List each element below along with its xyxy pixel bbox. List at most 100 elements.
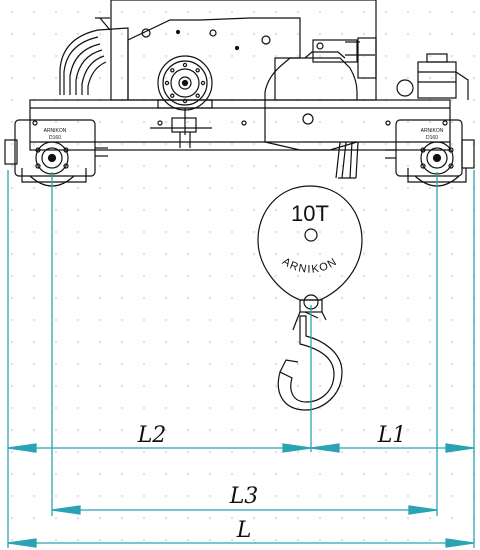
grid-dot	[274, 406, 278, 410]
grid-dot	[252, 186, 256, 190]
gear-bolt	[170, 93, 175, 98]
grid-dot	[98, 10, 102, 14]
grid-dot	[120, 538, 124, 542]
grid-dot	[142, 406, 146, 410]
grid-dot	[340, 472, 344, 476]
grid-dot	[54, 274, 58, 278]
grid-dot	[274, 120, 278, 124]
grid-dot	[384, 340, 388, 344]
grid-dot	[32, 186, 36, 190]
dim-l3-label: L3	[229, 484, 259, 509]
grid-dot	[54, 406, 58, 410]
grid-dot	[406, 120, 410, 124]
grid-dot	[32, 296, 36, 300]
grid-dot	[10, 516, 14, 520]
grid-dot	[54, 472, 58, 476]
grid-dot	[296, 76, 300, 80]
grid-dot	[230, 384, 234, 388]
grid-dot	[76, 384, 80, 388]
grid-dot	[120, 362, 124, 366]
grid-dot	[10, 54, 14, 58]
grid-dot	[450, 208, 454, 212]
grid-dot	[318, 296, 322, 300]
grid-dot	[186, 472, 190, 476]
grid-dot	[362, 208, 366, 212]
grid-dot	[10, 186, 14, 190]
grid-dot	[120, 296, 124, 300]
grid-dot	[208, 274, 212, 278]
dimension-lines	[7, 170, 475, 548]
grid-dot	[164, 450, 168, 454]
grid-dot	[252, 208, 256, 212]
grid-dot	[208, 54, 212, 58]
grid-dot	[252, 54, 256, 58]
grid-dot	[406, 296, 410, 300]
grid-dot	[10, 428, 14, 432]
grid-dot	[98, 538, 102, 542]
grid-dot	[54, 54, 58, 58]
grid-dot	[318, 230, 322, 234]
grid-dot	[142, 428, 146, 432]
grid-dot	[186, 274, 190, 278]
grid-dot	[340, 340, 344, 344]
grid-dot	[98, 318, 102, 322]
grid-dot	[230, 10, 234, 14]
grid-dot	[384, 494, 388, 498]
grid-dot	[252, 406, 256, 410]
grid-dot	[32, 362, 36, 366]
grid-dot	[362, 406, 366, 410]
grid-dot	[296, 450, 300, 454]
grid-dot	[164, 318, 168, 322]
grid-dot	[230, 340, 234, 344]
grid-dot	[208, 318, 212, 322]
grid-dot	[362, 318, 366, 322]
right-wheel-model: D160	[426, 135, 438, 141]
grid-dot	[76, 252, 80, 256]
grid-dot	[186, 208, 190, 212]
grid-dot	[340, 384, 344, 388]
grid-dot	[120, 274, 124, 278]
grid-dot	[54, 516, 58, 520]
grid-dot	[76, 406, 80, 410]
grid-dot	[76, 450, 80, 454]
grid-dot	[164, 54, 168, 58]
gearbox	[127, 17, 301, 148]
grid-dot	[76, 494, 80, 498]
grid-dot	[54, 340, 58, 344]
grid-dot	[252, 450, 256, 454]
dim-l-label: L	[236, 518, 252, 543]
grid-dot	[252, 230, 256, 234]
grid-dot	[428, 296, 432, 300]
grid-dot	[32, 428, 36, 432]
grid-dot	[142, 340, 146, 344]
grid-dot	[142, 318, 146, 322]
grid-dot	[230, 472, 234, 476]
grid-dot	[362, 10, 366, 14]
grid-dot	[252, 516, 256, 520]
grid-dot	[208, 362, 212, 366]
grid-dot	[252, 494, 256, 498]
grid-dot	[10, 494, 14, 498]
grid-dot	[384, 252, 388, 256]
grid-dot	[142, 384, 146, 388]
grid-dot	[98, 32, 102, 36]
grid-dot	[296, 32, 300, 36]
grid-dot	[274, 186, 278, 190]
grid-dot	[10, 10, 14, 14]
grid-dot	[428, 406, 432, 410]
grid-dot	[54, 208, 58, 212]
grid-dot	[142, 252, 146, 256]
grid-dot	[164, 10, 168, 14]
grid-dot	[98, 54, 102, 58]
grid-dot	[142, 10, 146, 14]
grid-dot	[406, 10, 410, 14]
grid-dot	[186, 340, 190, 344]
grid-dot	[98, 274, 102, 278]
grid-dot	[10, 76, 14, 80]
grid-dot	[362, 472, 366, 476]
grid-dot	[54, 32, 58, 36]
grid-dot	[120, 230, 124, 234]
grid-dot	[186, 164, 190, 168]
grid-dot	[252, 318, 256, 322]
grid-dot	[98, 120, 102, 124]
